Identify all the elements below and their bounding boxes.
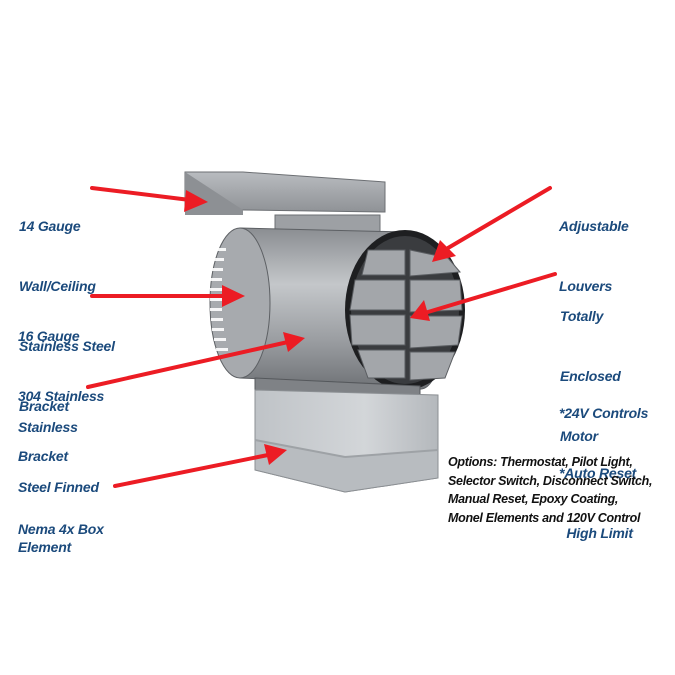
feature-line: *24V Controls xyxy=(559,405,649,421)
callout-line: 14 Gauge xyxy=(19,218,81,234)
options-line: Options: Thermostat, Pilot Light, xyxy=(448,455,633,469)
callout-line: Adjustable xyxy=(559,218,629,234)
callout-line: Element xyxy=(18,539,72,555)
feature-line: *Auto Reset xyxy=(559,465,637,481)
callout-line: Louvers xyxy=(559,278,613,294)
callout-line: Wall/Ceiling xyxy=(19,278,96,294)
callout-line: Nema 4x Box xyxy=(18,521,104,537)
callout-line: Totally xyxy=(560,308,604,324)
callout-line: Bracket xyxy=(18,448,68,464)
feature-line: High Limit xyxy=(559,525,633,541)
callout-line: Enclosed xyxy=(560,368,621,384)
callout-line: Motor xyxy=(560,428,598,444)
callout-line: Stainless Steel xyxy=(19,338,115,354)
nema-4x-box xyxy=(254,389,439,493)
callout-line: Steel Finned xyxy=(18,479,99,495)
callout-enclosed-motor: Totally Enclosed Motor xyxy=(560,266,621,466)
callout-line: Bracket xyxy=(19,398,69,414)
options-list: Options: Thermostat, Pilot Light, Select… xyxy=(448,453,652,527)
callout-line: Stainless xyxy=(18,419,78,435)
callout-nema-4x-box: Nema 4x Box xyxy=(18,479,104,559)
callout-304-stainless-bracket: 16 Gauge 304 Stainless Bracket xyxy=(18,286,104,486)
callout-arrows xyxy=(86,186,557,488)
callout-finned-element: Stainless Steel Finned Element xyxy=(18,377,99,577)
options-line: Monel Elements and 120V Control xyxy=(448,510,641,525)
options-line: Selector Switch, Disconnect Switch, xyxy=(448,473,653,488)
features-list: *24V Controls *Auto Reset High Limit xyxy=(559,363,648,563)
options-line: Manual Reset, Epoxy Coating, xyxy=(448,492,619,506)
callout-line: 16 Gauge xyxy=(18,328,80,344)
callout-line: 304 Stainless xyxy=(18,388,105,404)
callout-wall-ceiling-bracket: 14 Gauge Wall/Ceiling Stainless Steel Br… xyxy=(19,176,115,436)
callout-adjustable-louvers: Adjustable Louvers xyxy=(559,176,629,316)
